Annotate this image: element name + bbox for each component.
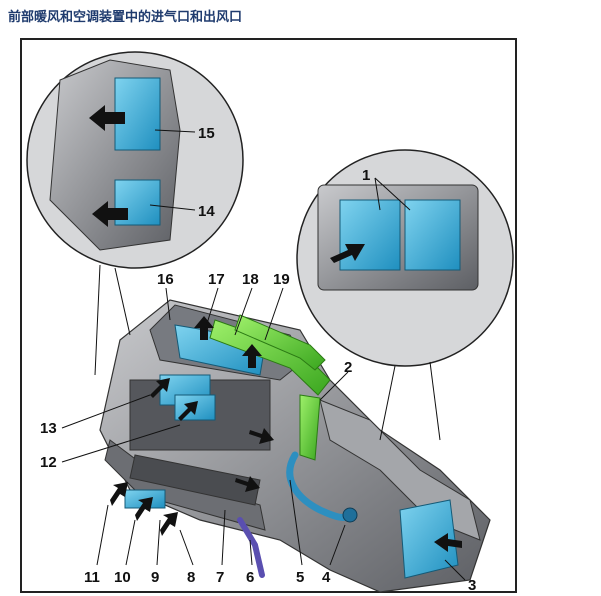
arrow-5 (249, 428, 274, 444)
detail-circle-left (26, 51, 244, 376)
callout-16: 16 (157, 271, 174, 288)
callout-1: 1 (362, 167, 370, 184)
arrow-14 (92, 201, 128, 227)
control-lever (237, 517, 265, 578)
page-title: 前部暖风和空调装置中的进气口和出风口 (8, 10, 243, 25)
callout-2: 2 (344, 359, 352, 376)
arrow-11 (110, 482, 128, 506)
detail-circle-right (296, 149, 514, 441)
callout-17: 17 (208, 271, 225, 288)
arrow-15 (89, 105, 125, 131)
airflow-arrows (110, 316, 462, 552)
callout-18: 18 (242, 271, 259, 288)
arrow-13 (150, 378, 170, 398)
callout-11: 11 (84, 569, 100, 586)
arrow-18 (242, 344, 262, 368)
arrow-3 (434, 533, 462, 552)
air-outlets (124, 324, 459, 579)
arrow-1 (330, 244, 365, 263)
arrow-17 (194, 316, 214, 340)
callout-19: 19 (273, 271, 290, 288)
arrow-12 (178, 401, 198, 421)
callout-labels: 1 2 3 4 5 6 7 8 9 10 11 12 13 14 15 16 1… (40, 125, 476, 594)
callout-12: 12 (40, 454, 57, 471)
callout-4: 4 (322, 569, 331, 586)
arrow-7 (235, 476, 260, 492)
arrow-9 (160, 512, 178, 536)
callout-10: 10 (114, 569, 131, 586)
leader-lines (61, 129, 466, 581)
callout-9: 9 (151, 569, 159, 586)
callout-3: 3 (468, 577, 476, 594)
callout-13: 13 (40, 420, 57, 437)
callout-14: 14 (198, 203, 215, 220)
callout-15: 15 (198, 125, 215, 142)
coolant-pipes (209, 314, 331, 461)
callout-7: 7 (216, 569, 224, 586)
callout-6: 6 (246, 569, 254, 586)
callout-8: 8 (187, 569, 195, 586)
callout-5: 5 (296, 569, 304, 586)
arrow-10 (135, 497, 153, 521)
